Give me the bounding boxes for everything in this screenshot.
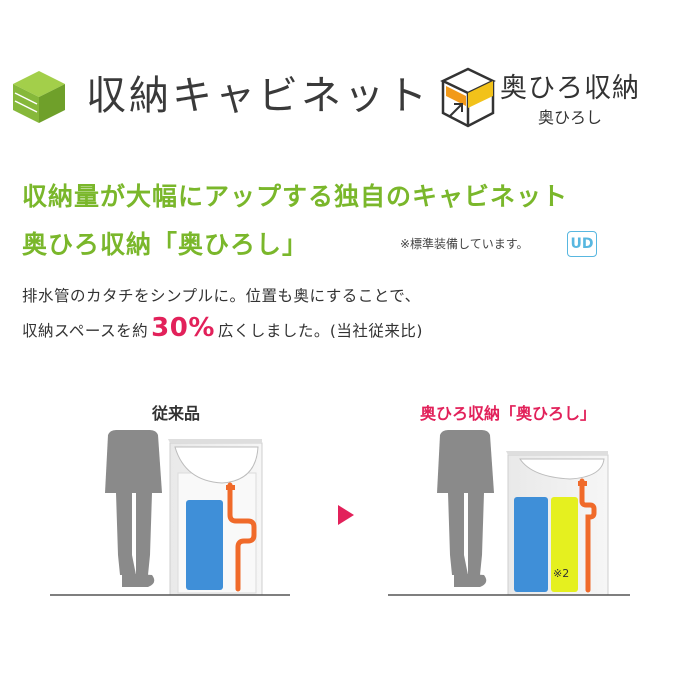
- capacity-increase-value: 30%: [151, 313, 215, 343]
- arrow-right-icon: [338, 505, 354, 525]
- standard-equipment-note: ※標準装備しています。: [400, 237, 529, 251]
- comparison-illustration: [50, 430, 630, 596]
- cabinet-cube-icon: [13, 71, 65, 123]
- conventional-panel: [50, 430, 290, 596]
- storage-box-blue-left: [186, 500, 223, 590]
- item-footnote-marker: ※2: [553, 567, 570, 580]
- okuhiroshi-logo-icon: [440, 67, 496, 128]
- storage-box-yellow: [551, 497, 578, 592]
- brand-name: 奥ひろ収納: [500, 73, 640, 104]
- person-silhouette-left: [105, 430, 162, 587]
- label-conventional: 従来品: [152, 404, 201, 423]
- brand-sub-name: 奥ひろし: [538, 108, 603, 127]
- page-title: 収納キャビネット: [86, 73, 430, 119]
- universal-design-badge: UD: [567, 231, 597, 257]
- label-okuhiroshi: 奥ひろ収納「奥ひろし」: [420, 404, 597, 423]
- drain-pipe-left: [227, 482, 257, 592]
- drain-pipe-right: [579, 478, 597, 593]
- storage-box-blue-right: [514, 497, 548, 592]
- person-silhouette-right: [437, 430, 494, 587]
- headline-line-2: 奥ひろ収納「奥ひろし」: [22, 230, 309, 259]
- description-prefix: 収納スペースを約: [22, 322, 149, 340]
- headline-line-1: 収納量が大幅にアップする独自のキャビネット: [22, 182, 569, 211]
- okuhiroshi-panel: [388, 430, 630, 596]
- description-line-1: 排水管のカタチをシンプルに。位置も奥にすることで、: [22, 287, 421, 305]
- description-suffix: 広くしました。(当社従来比): [217, 322, 423, 340]
